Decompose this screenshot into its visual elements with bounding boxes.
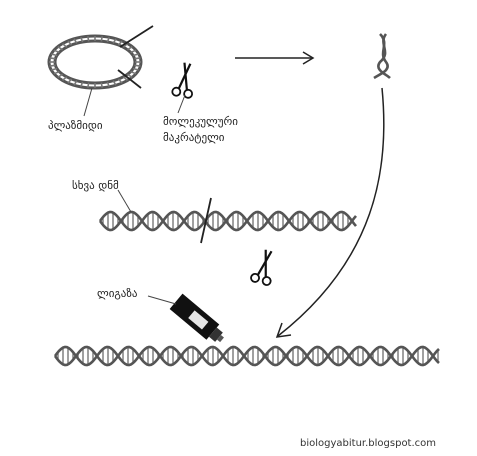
scissors-icon <box>172 61 198 98</box>
ligase-tube-icon <box>170 294 229 348</box>
plasmid-rung <box>58 47 63 50</box>
plasmid-rung <box>131 50 136 52</box>
plasmid-rung <box>54 50 59 52</box>
foreign-dna-label: სხვა დნმ <box>72 179 119 192</box>
plasmid-rung <box>135 65 141 66</box>
watermark-text: biologyabitur.blogspot.com <box>300 438 436 449</box>
plasmid-pointer <box>84 88 92 116</box>
plasmid-ring <box>49 36 141 88</box>
plasmid-rung <box>58 74 63 77</box>
plasmid-rung <box>54 72 59 74</box>
scissors-icon <box>250 248 278 286</box>
plasmid-fragment <box>374 34 390 78</box>
arrow-icon <box>235 52 313 64</box>
plasmid-rung <box>88 36 89 41</box>
scissors-label-line1: მოლეკულური <box>163 114 238 130</box>
plasmid-rung <box>50 58 56 59</box>
plasmid-rung <box>101 83 102 88</box>
plasmid-rung <box>131 72 136 74</box>
ligase-pointer <box>148 296 176 304</box>
scissors-label: მოლეკულური მაკრატელი <box>163 114 238 146</box>
recombinant-dna-helix <box>55 347 439 365</box>
plasmid-rung <box>101 36 102 41</box>
scissors-pointer <box>178 95 185 113</box>
plasmid-rung <box>88 83 89 88</box>
foreign-dna-pointer <box>118 190 131 212</box>
plasmid-rung <box>50 65 56 66</box>
plasmid-rung <box>135 58 141 59</box>
foreign-dna-helix <box>100 212 356 230</box>
plasmid-label: პლაზმიდი <box>48 119 103 132</box>
ligase-label: ლიგაზა <box>97 287 137 300</box>
plasmid-rung <box>127 47 132 50</box>
cut-mark-icon <box>120 26 153 47</box>
scissors-label-line2: მაკრატელი <box>163 130 238 146</box>
arrow-icon <box>277 88 384 337</box>
